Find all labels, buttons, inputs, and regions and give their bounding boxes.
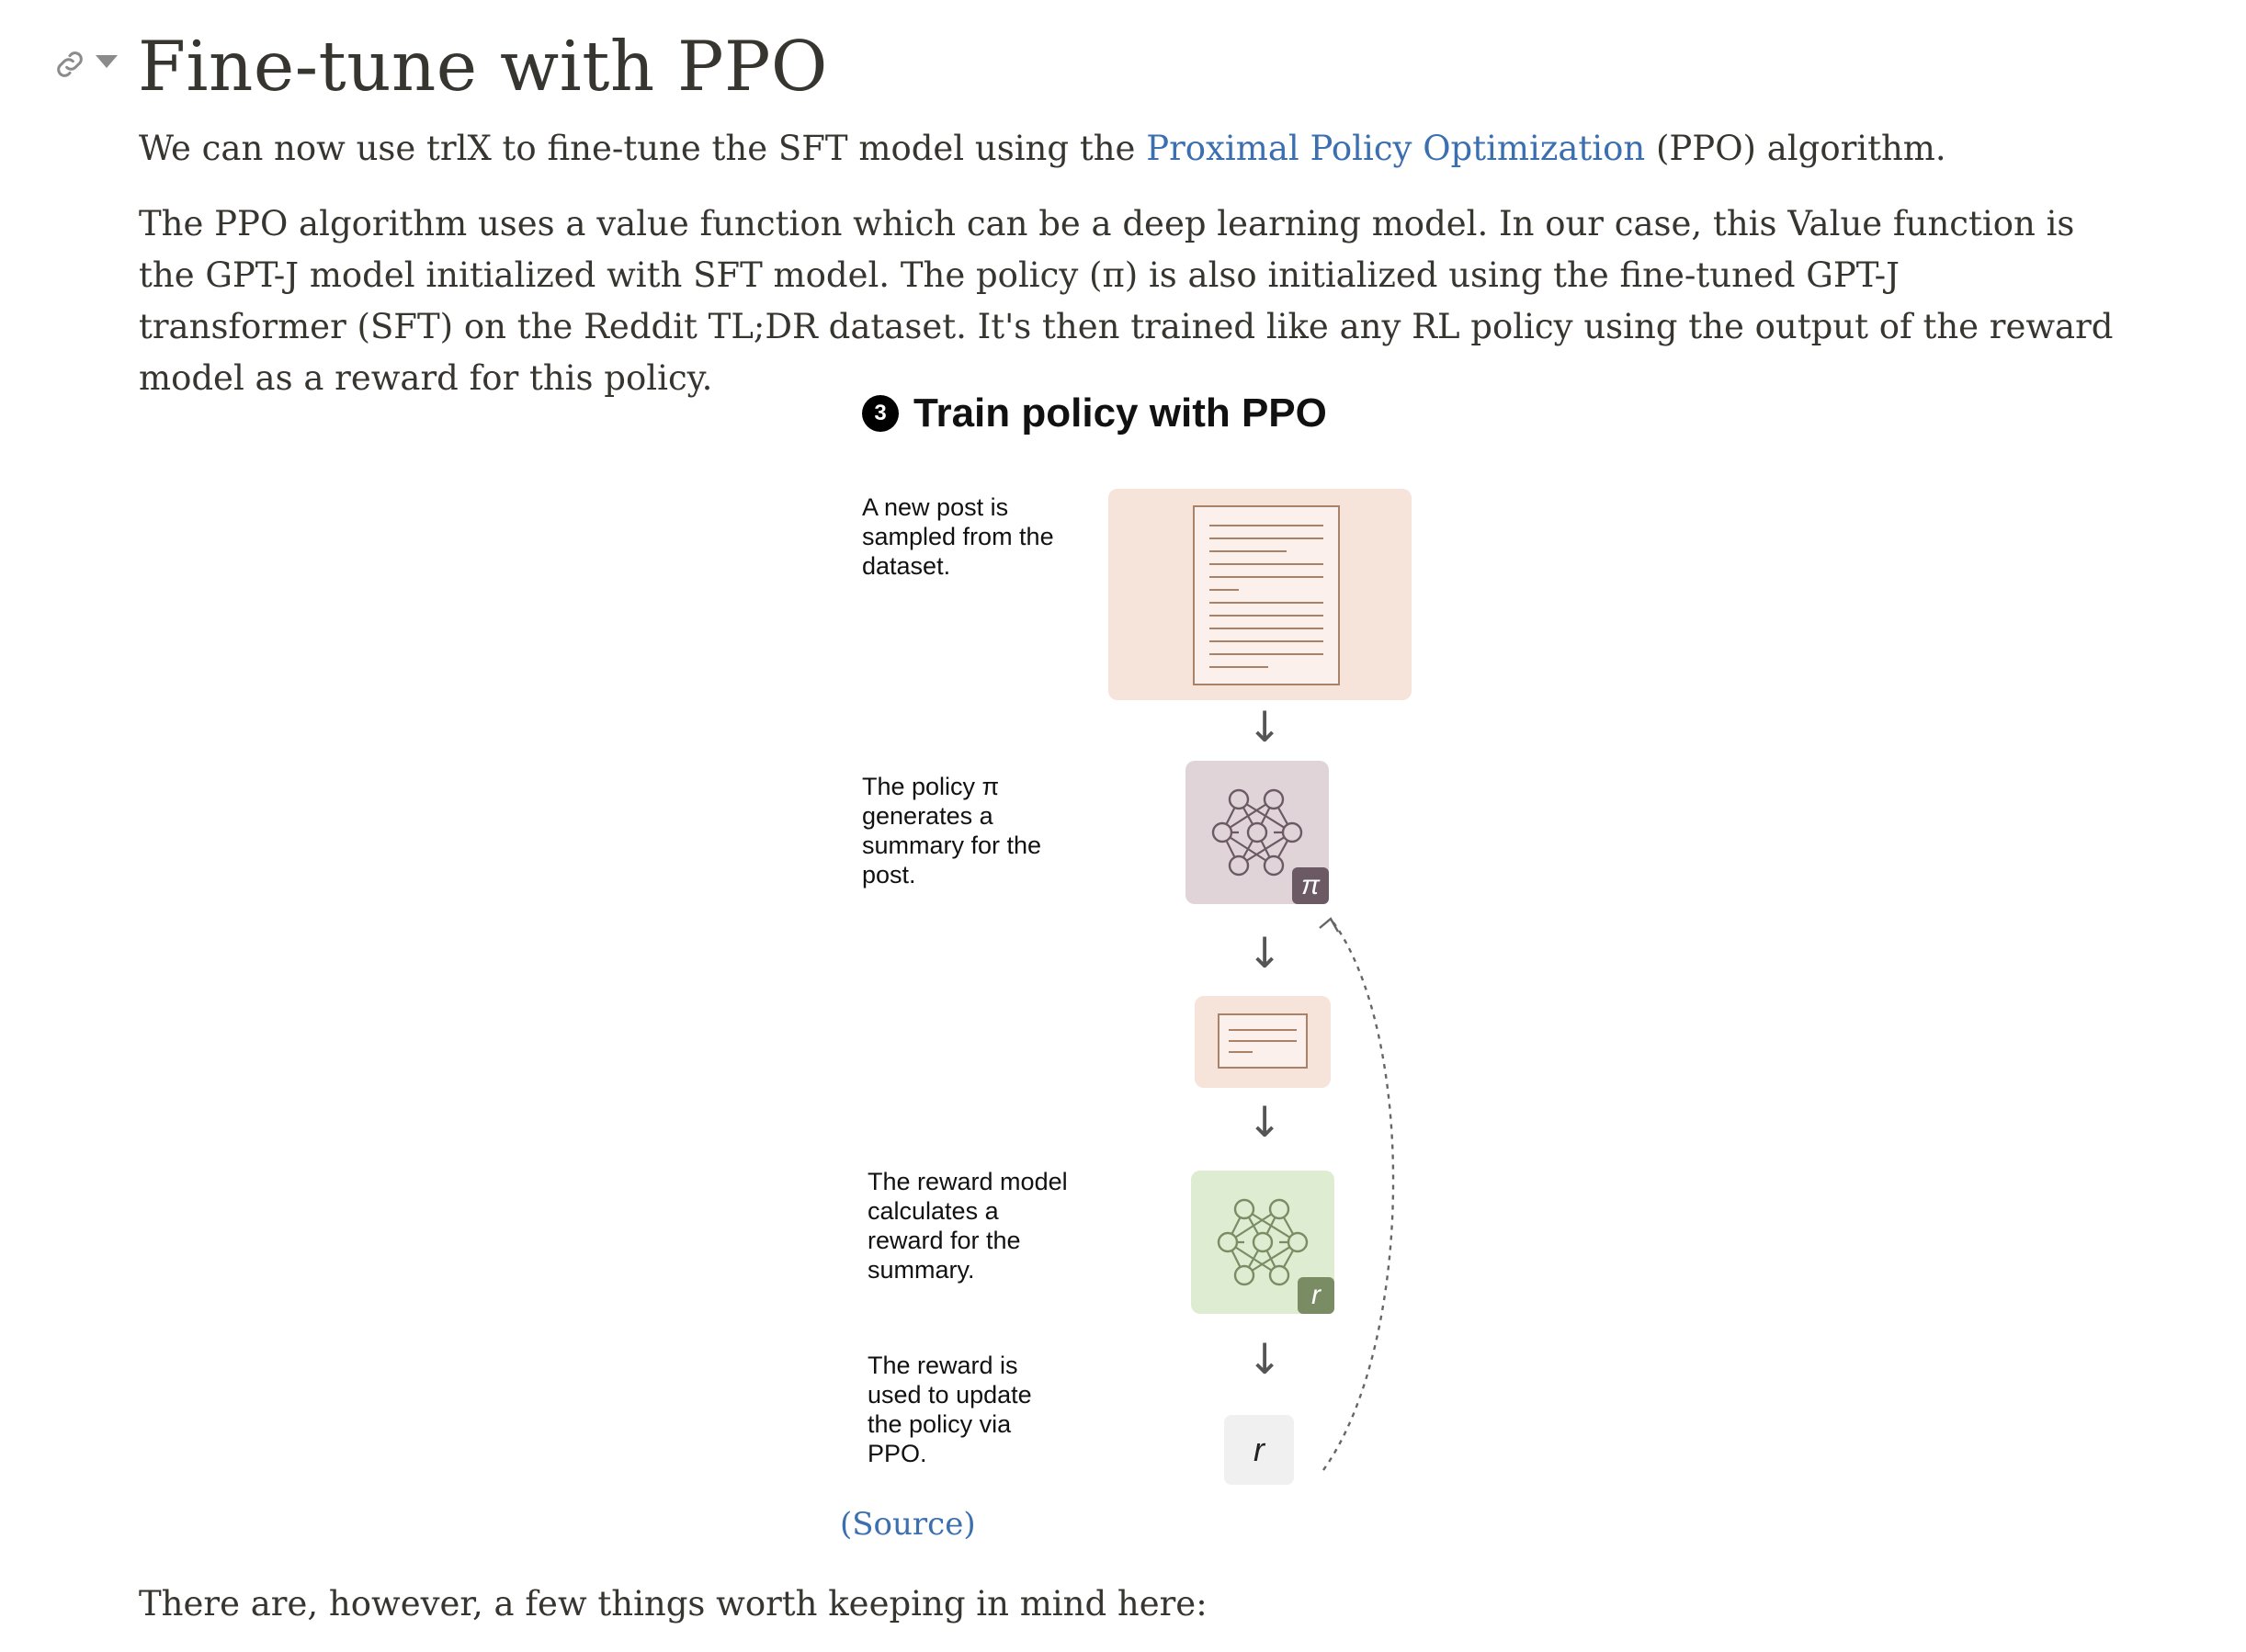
link-icon[interactable]	[51, 46, 88, 83]
arrow-down-icon: ↓	[1246, 1097, 1283, 1147]
neural-network-icon	[1211, 788, 1303, 877]
neural-network-icon	[1217, 1198, 1309, 1286]
arrow-down-icon: ↓	[1246, 928, 1283, 978]
arrow-down-icon: ↓	[1246, 702, 1283, 752]
reward-output: r	[1224, 1415, 1294, 1485]
caption-policy-generates: The policy π generates a summary for the…	[862, 773, 1042, 888]
step-number-badge: 3	[862, 395, 899, 432]
intro-paragraph: We can now use trlX to fine-tune the SFT…	[139, 123, 2115, 175]
arrow-down-icon: ↓	[1246, 1334, 1283, 1384]
body-paragraph: The PPO algorithm uses a value function …	[139, 204, 2114, 398]
collapse-toggle-icon[interactable]	[96, 55, 118, 68]
policy-model-card: π	[1185, 761, 1329, 904]
caption-sample-post: A new post is sampled from the dataset.	[862, 493, 1054, 580]
heading-row: Fine-tune with PPO	[51, 20, 1338, 112]
feedback-arrow-icon	[1319, 917, 1395, 1471]
summary-card	[1195, 996, 1331, 1088]
document-card	[1108, 489, 1412, 700]
figure-title: Train policy with PPO	[913, 390, 1327, 436]
caption-update-policy: The reward is used to update the policy …	[868, 1352, 1032, 1467]
summary-icon	[1218, 1013, 1308, 1069]
intro-text-after: (PPO) algorithm.	[1645, 129, 1946, 168]
page-title: Fine-tune with PPO	[138, 26, 828, 107]
source-link[interactable]: (Source)	[840, 1506, 976, 1543]
ppo-link[interactable]: Proximal Policy Optimization	[1146, 129, 1646, 168]
caption-reward-model: The reward model calculates a reward for…	[868, 1168, 1068, 1284]
document-icon	[1193, 505, 1340, 685]
ppo-figure: 3 Train policy with PPO A new post is sa…	[845, 368, 1415, 1498]
policy-badge: π	[1292, 867, 1329, 904]
reward-model-card: r	[1191, 1171, 1334, 1314]
reward-badge: r	[1298, 1277, 1334, 1314]
closing-paragraph: There are, however, a few things worth k…	[139, 1584, 1208, 1624]
intro-text-before: We can now use trlX to fine-tune the SFT…	[139, 129, 1147, 168]
